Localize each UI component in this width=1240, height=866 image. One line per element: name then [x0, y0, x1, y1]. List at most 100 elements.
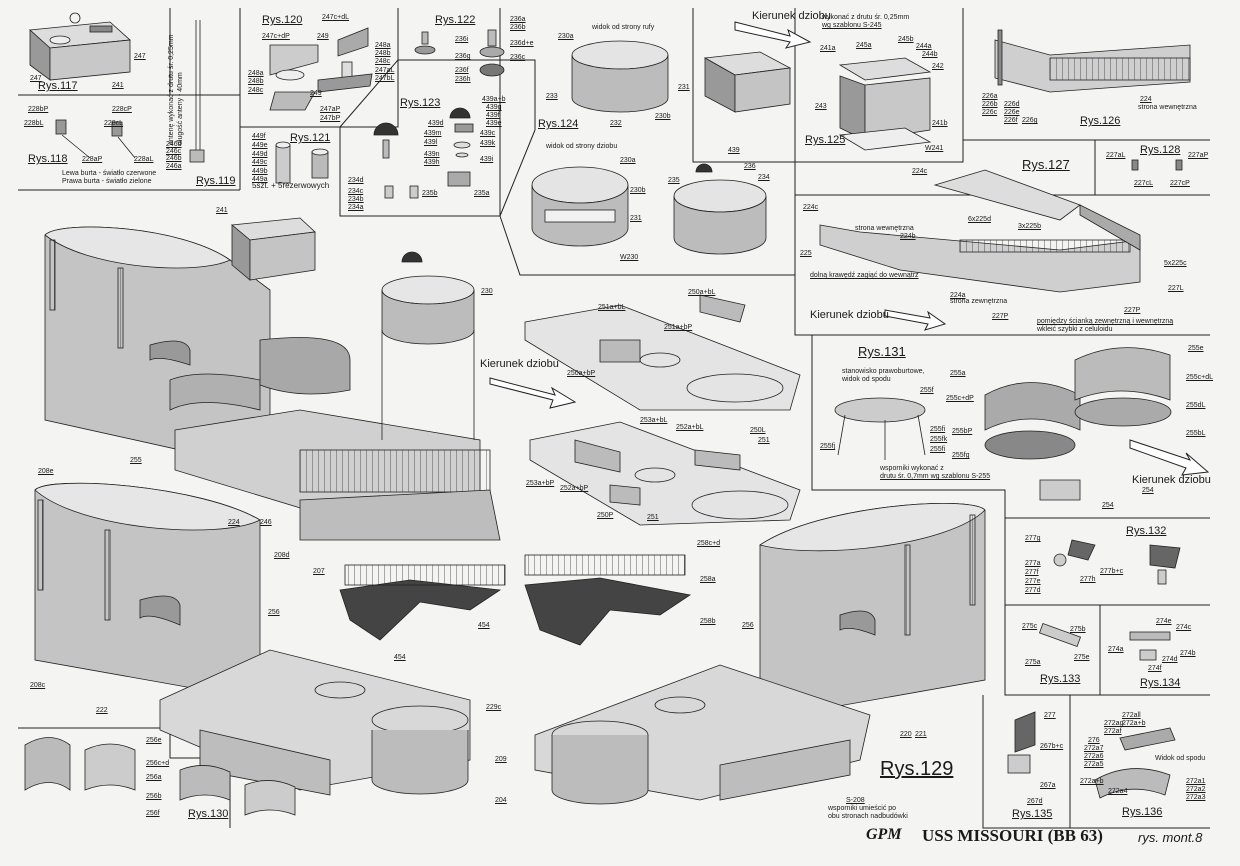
part-label: 246: [260, 519, 272, 526]
direction-arrows: [489, 21, 1210, 476]
part-label: 439c: [480, 130, 496, 137]
rys123-part: [373, 107, 474, 199]
note-brackets-2: drutu śr. 0,7mm wg szablonu S-255: [880, 473, 991, 480]
part-label: 227aP: [1188, 152, 1209, 159]
part-label: 272all: [1122, 712, 1141, 719]
rys117-part: [29, 12, 131, 81]
part-label: 272a7: [1084, 745, 1104, 752]
part-label: 267d: [1027, 798, 1043, 805]
part-label: 247bP: [320, 115, 341, 122]
part-label: 222: [96, 707, 108, 714]
part-label: 251a+bP: [664, 324, 693, 331]
part-label: 230a: [620, 157, 636, 164]
part-label: 246b: [166, 155, 182, 162]
note-wire-1: wykonać z drutu śr. 0,25mm: [822, 14, 910, 21]
figure-title-131: Rys.131: [858, 344, 906, 359]
part-label: 209: [495, 756, 507, 763]
part-label: 208c: [30, 682, 46, 689]
part-label: 228bL: [24, 120, 44, 127]
part-label: 272a+b: [1080, 778, 1104, 785]
part-label: 236f: [455, 67, 469, 74]
rys128-part: [1131, 159, 1183, 171]
part-label: 439m: [424, 130, 442, 137]
part-label: 208d: [274, 552, 290, 559]
sheet-number: rys. mont.8: [1138, 830, 1203, 845]
part-label: 228bP: [28, 106, 49, 113]
part-label: 449d: [252, 151, 268, 158]
part-label: 6x225d: [968, 216, 991, 223]
part-label: 230b: [630, 187, 646, 194]
part-label: 272a4: [1108, 788, 1128, 795]
part-label: 227cP: [1170, 180, 1190, 187]
part-label: 255a: [950, 370, 966, 377]
part-label: 439: [728, 147, 740, 154]
part-label: 235: [668, 177, 680, 184]
part-label: 255fi: [930, 446, 946, 453]
part-label: 255fj: [820, 443, 836, 450]
part-label: 256b: [146, 793, 162, 800]
part-label: 272a+b: [1122, 720, 1146, 727]
figure-title-132: Rys.132: [1126, 525, 1167, 537]
part-label: 275c: [1022, 623, 1038, 630]
note-stanowisko-2: widok od spodu: [842, 376, 891, 383]
part-label: 277a: [1025, 560, 1041, 567]
part-label: 258c+d: [697, 540, 721, 547]
figure-title-127: Rys.127: [1022, 157, 1070, 172]
part-label: 277b+c: [1100, 568, 1124, 575]
part-label: 236d+e: [510, 40, 534, 47]
part-label: 235b: [422, 190, 438, 197]
part-label: 227aL: [1106, 152, 1126, 159]
figure-title-133: Rys.133: [1040, 673, 1081, 685]
note-wire-2: wg szablonu S-245: [822, 22, 882, 29]
part-label: 224b: [900, 233, 916, 240]
rys119-part: [189, 20, 205, 163]
part-label: 255dL: [1186, 402, 1206, 409]
part-label: 230a: [558, 33, 574, 40]
note-glass-2: wkleić szybki z celuloidu: [1037, 326, 1113, 333]
figure-title-134: Rys.134: [1140, 677, 1181, 689]
part-label: 248b: [375, 50, 391, 57]
rys129-assembled-left: [34, 482, 471, 796]
part-label: 224c: [912, 168, 928, 175]
part-label: 241: [112, 82, 124, 89]
part-label: 272a5: [1084, 761, 1104, 768]
part-label: 245a: [856, 42, 872, 49]
part-label: 275b: [1070, 626, 1086, 633]
ship-title: USS MISSOURI (BB 63): [922, 826, 1103, 845]
part-label: 226c: [982, 109, 998, 116]
part-label: 224: [228, 519, 240, 526]
part-label: 251a+bL: [598, 304, 626, 311]
part-label: 250P: [597, 512, 614, 519]
note-inner-side: strona wewnętrzna: [855, 225, 914, 232]
part-label: 277: [1044, 712, 1056, 719]
note-antenna-2: długość anteny - 40mm: [177, 72, 184, 145]
part-label: 225: [800, 250, 812, 257]
part-label: 251: [758, 437, 770, 444]
part-label: 5x225c: [1164, 260, 1187, 267]
part-label: 248a: [248, 70, 264, 77]
part-label: 247c+dL: [322, 14, 350, 21]
part-label: 228aL: [134, 156, 154, 163]
part-label: 241a: [820, 45, 836, 52]
part-label: 439d: [428, 120, 444, 127]
part-label: 234: [758, 174, 770, 181]
part-label: 276: [1088, 737, 1100, 744]
part-label: 247: [134, 53, 146, 60]
rys133-134-parts: [1038, 622, 1171, 661]
figure-title-123: Rys.123: [400, 97, 441, 109]
part-label: 226b: [982, 101, 998, 108]
part-label: 275e: [1074, 654, 1090, 661]
part-label: 236g: [455, 53, 471, 60]
part-label: 274b: [1180, 650, 1196, 657]
part-label: 258a: [700, 576, 716, 583]
part-label: 230: [481, 288, 493, 295]
part-label: 277d: [1025, 587, 1041, 594]
part-label: 250a+bP: [567, 370, 596, 377]
part-label: 255c+dL: [1186, 374, 1214, 381]
rys122-part: [414, 29, 505, 77]
part-label: 250a+bL: [688, 289, 716, 296]
part-label: 255f: [920, 387, 934, 394]
part-label: 449e: [252, 142, 268, 149]
